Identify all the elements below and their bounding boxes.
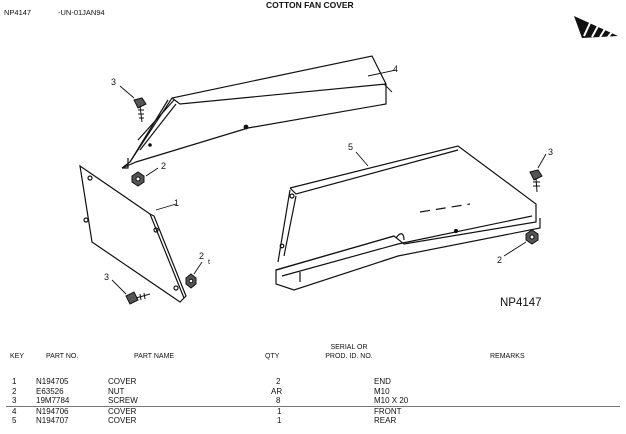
screw-lower-left: [125, 291, 151, 305]
end-cover-part-1: [79, 164, 187, 303]
row-key: 1: [12, 377, 17, 386]
row-qty: AR: [271, 386, 283, 396]
row-qty: 1: [277, 416, 282, 425]
callout-5: 5: [348, 142, 354, 152]
row-qty: 2: [276, 377, 281, 386]
callout-t: t: [208, 259, 210, 266]
callout-3-upper: 3: [111, 77, 117, 87]
row-separator: [6, 405, 620, 407]
table-row: 2 E63526 NUT AR M10: [0, 387, 626, 396]
row-part-name: SCREW: [108, 396, 138, 405]
leader-lines: [111, 69, 547, 295]
row-key: 4: [12, 406, 17, 416]
row-remarks: M10 X 20: [374, 396, 409, 405]
row-remarks: FRONT: [374, 406, 402, 416]
col-header-qty: QTY: [265, 353, 280, 360]
col-header-part-no: PART NO.: [46, 353, 79, 360]
parts-diagram: [79, 55, 547, 305]
col-header-key: KEY: [10, 353, 25, 360]
callout-2-right: 2: [497, 255, 503, 265]
page-title: COTTON FAN COVER: [266, 0, 354, 10]
callout-2-middle: 2: [199, 251, 205, 261]
nut-middle: [185, 273, 197, 289]
row-part-no: N194707: [36, 416, 69, 425]
row-part-no: E63526: [36, 386, 64, 396]
row-remarks: END: [374, 377, 391, 386]
plate-code: NP4147: [4, 8, 32, 17]
table-row: 3 19M7784 SCREW 8 M10 X 20: [0, 396, 626, 405]
screw-upper-left: [133, 97, 147, 123]
row-part-no: N194705: [36, 377, 69, 386]
nut-upper: [131, 171, 145, 187]
row-part-no: 19M7784: [36, 396, 70, 405]
front-cover-part-4: [121, 55, 387, 169]
table-row: 1 N194705 COVER 2 END: [0, 377, 626, 386]
plate-reference: -UN-01JAN94: [58, 8, 105, 17]
row-part-name: COVER: [108, 416, 137, 425]
nut-right: [525, 229, 539, 245]
figure-plate-label: NP4147: [500, 297, 542, 309]
col-header-part-name: PART NAME: [134, 353, 175, 360]
row-part-name: COVER: [108, 406, 137, 416]
row-key: 3: [12, 396, 17, 405]
callout-4: 4: [393, 64, 399, 74]
row-remarks: M10: [374, 386, 390, 396]
callout-1: 1: [174, 198, 180, 208]
rear-cover-part-5: [275, 145, 541, 291]
col-header-serial-line1: SERIAL OR: [330, 344, 368, 351]
col-header-serial-line2: PROD. ID. NO.: [325, 353, 373, 360]
callout-3-lower: 3: [104, 272, 110, 282]
row-remarks: REAR: [374, 416, 397, 425]
row-qty: 8: [276, 396, 281, 405]
row-key: 2: [12, 386, 17, 396]
table-row: 5 N194707 COVER 1 REAR: [0, 416, 626, 425]
col-header-remarks: REMARKS: [490, 353, 525, 360]
table-row: 4 N194706 COVER 1 FRONT: [0, 407, 626, 416]
direction-arrow-icon: [574, 16, 618, 38]
row-key: 5: [12, 416, 17, 425]
row-qty: 1: [277, 406, 282, 416]
row-part-name: NUT: [108, 386, 125, 396]
callout-3-right: 3: [548, 147, 554, 157]
row-part-no: N194706: [36, 406, 69, 416]
screw-right: [529, 169, 543, 193]
callout-2-upper: 2: [161, 161, 167, 171]
row-part-name: COVER: [108, 377, 137, 386]
